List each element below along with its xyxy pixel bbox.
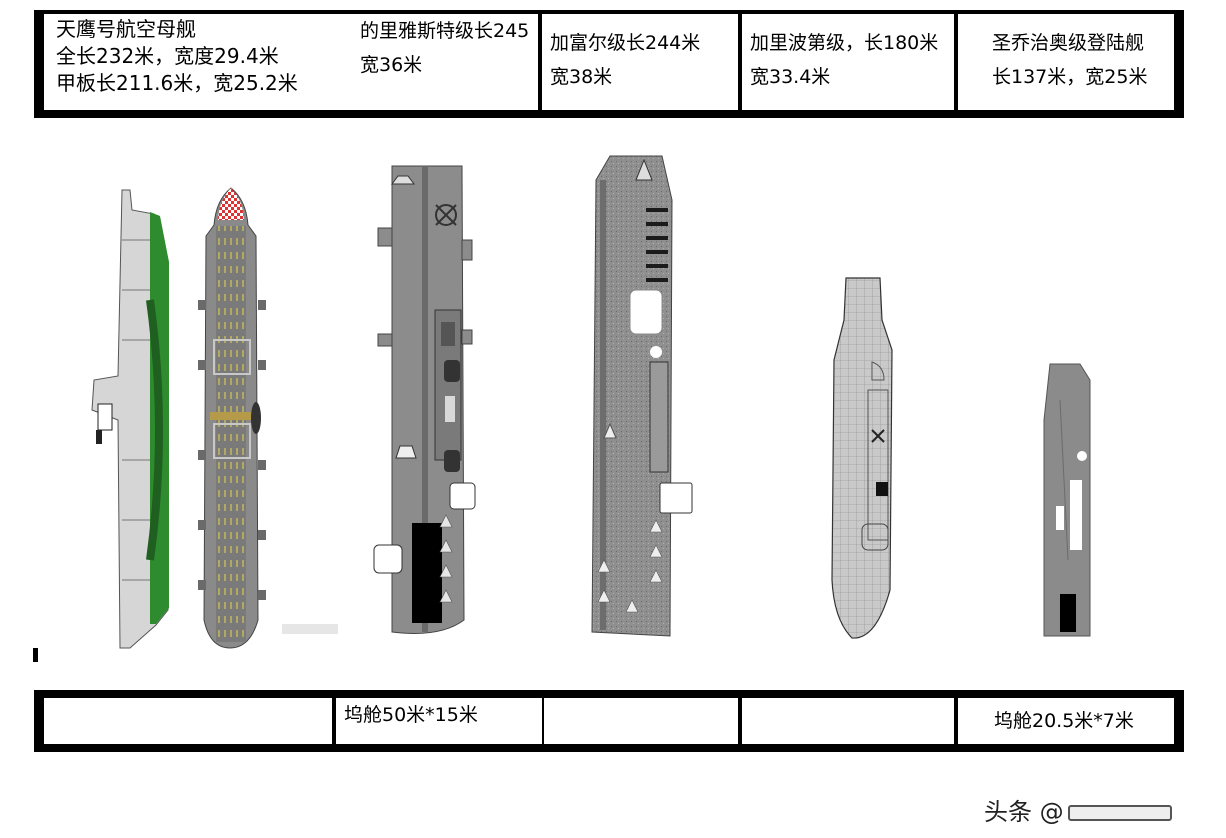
aquila-top-view [198,187,266,649]
dock-cell-cavour [544,698,738,744]
garibaldi-top-view [831,277,893,639]
stray-mark [33,648,38,662]
san-giorgio-top-view [1043,363,1091,637]
spec-name: 的里雅斯特级长245 [360,20,530,42]
spec-line: 甲板长211.6米，宽25.2米 [56,71,298,95]
dock-cell-garibaldi [742,698,954,744]
spec-line: 长137米，宽25米 [992,66,1148,88]
spec-cell-cavour: 加富尔级长244米 宽38米 [542,14,738,110]
dock-cell-trieste: 坞舱50米*15米 [336,698,542,744]
trieste-top-view [373,165,476,634]
spec-name: 加里波第级，长180米 [750,32,939,54]
spec-table: 天鹰号航空母舰 全长232米，宽度29.4米 甲板长211.6米，宽25.2米 … [34,10,1184,118]
spec-line: 宽33.4米 [750,66,831,88]
spec-cell-aquila: 天鹰号航空母舰 全长232米，宽度29.4米 甲板长211.6米，宽25.2米 [44,14,356,110]
dock-cell-aquila [44,698,332,744]
dock-cell-san-giorgio: 坞舱20.5米*7米 [958,698,1174,744]
dock-table: 坞舱50米*15米 坞舱20.5米*7米 [34,690,1184,752]
spec-line: 宽36米 [360,54,423,76]
spec-line: 宽38米 [550,66,613,88]
spec-name: 天鹰号航空母舰 [56,17,196,41]
watermark-redaction [1067,805,1172,821]
spec-name: 圣乔治奥级登陆舰 [992,32,1145,54]
faint-caption-mark [282,624,338,634]
spec-cell-san-giorgio: 圣乔治奥级登陆舰 长137米，宽25米 [958,14,1174,110]
spec-name: 加富尔级长244米 [550,32,701,54]
aquila-side-profile [91,189,169,649]
watermark: 头条 @ [984,792,1172,827]
spec-line: 全长232米，宽度29.4米 [56,44,279,68]
spec-cell-garibaldi: 加里波第级，长180米 宽33.4米 [742,14,954,110]
spec-cell-trieste: 的里雅斯特级长245 宽36米 [352,14,538,110]
cavour-top-view [591,155,693,637]
watermark-text: 头条 @ [984,798,1064,826]
